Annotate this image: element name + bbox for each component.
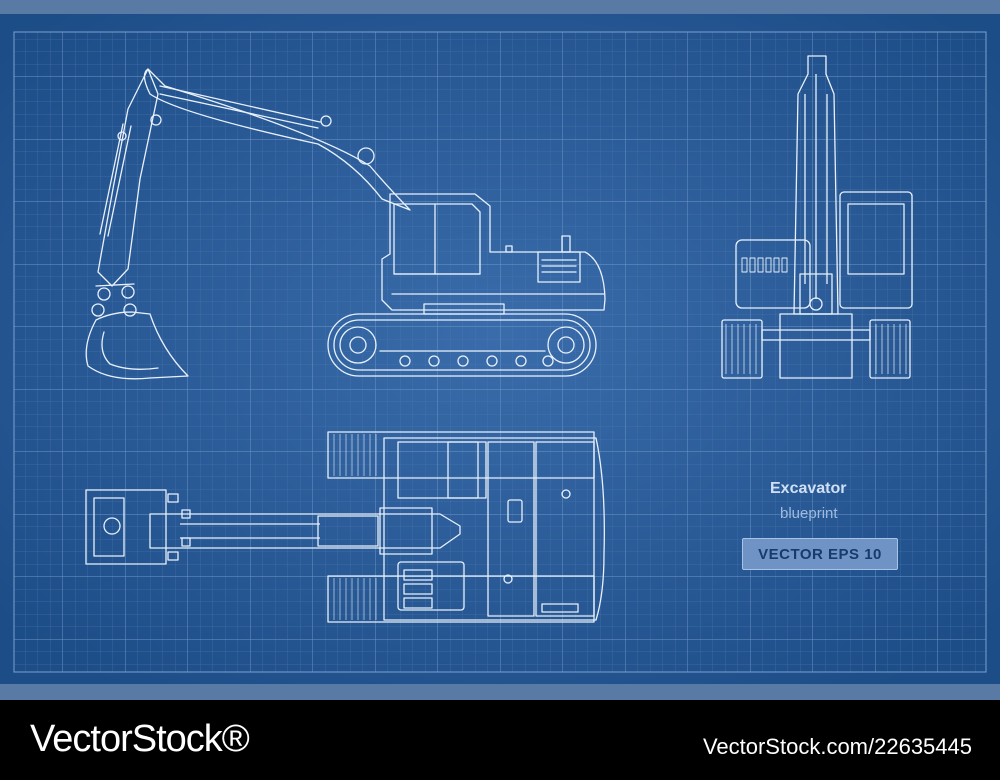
side-boom [143,68,411,211]
watermark-footer: VectorStock® VectorStock.com/22635445 [0,700,1000,780]
drawing-title: Excavator [770,480,847,497]
top-house [383,437,605,621]
front-track-left [721,319,763,379]
top-bucket [85,489,167,565]
side-bucket [85,311,189,380]
top-view-drawing [85,431,605,623]
front-view-drawing [721,55,913,379]
footer-image-id: VectorStock.com/22635445 [702,734,972,759]
side-view-drawing [85,68,606,380]
bottom-border-strip [0,684,1000,700]
drawing-subtitle: blueprint [780,505,838,522]
top-border-strip [0,0,1000,14]
blueprint-canvas [0,14,1000,684]
top-boom [149,513,461,549]
side-body [381,193,606,311]
grid-frame [13,31,987,673]
front-cab [839,191,913,309]
front-boom [793,55,839,315]
footer-logo: VectorStock® [30,718,250,760]
format-badge: VECTOR EPS 10 [742,538,898,570]
side-arm [97,68,159,287]
front-track-right [869,319,911,379]
